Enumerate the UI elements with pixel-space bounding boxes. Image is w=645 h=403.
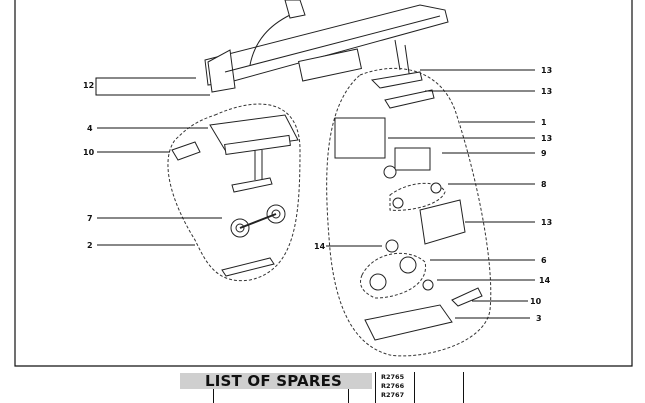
svg-text:8: 8	[541, 180, 547, 189]
callout-8: 8	[448, 180, 547, 189]
spare-code: R2766	[381, 382, 405, 390]
table-divider	[213, 389, 214, 403]
callout-14a: 14	[437, 276, 551, 285]
table-divider	[463, 372, 464, 403]
diagram-frame	[14, 0, 633, 367]
svg-text:14: 14	[539, 276, 551, 285]
callout-14b: 14	[314, 242, 382, 251]
chassis-part	[204, 0, 449, 93]
callout-13b: 13	[425, 87, 552, 96]
callout-13c: 13	[388, 134, 552, 143]
svg-text:13: 13	[541, 218, 552, 227]
svg-text:13: 13	[541, 87, 552, 96]
svg-text:6: 6	[541, 256, 547, 265]
spares-header-bar	[180, 373, 372, 389]
callout-10a: 10	[472, 297, 542, 306]
left-bogie-outline	[167, 103, 301, 282]
svg-text:1: 1	[541, 118, 547, 127]
callout-4: 4	[87, 124, 208, 133]
svg-text:9: 9	[541, 149, 547, 158]
svg-text:4: 4	[87, 124, 93, 133]
callout-13d: 13	[465, 218, 552, 227]
callout-13a: 13	[420, 66, 552, 75]
svg-text:10: 10	[530, 297, 542, 306]
table-divider	[348, 389, 349, 403]
svg-text:12: 12	[83, 81, 94, 90]
callout-9: 9	[442, 149, 547, 158]
callout-1: 1	[460, 118, 547, 127]
callout-3: 3	[455, 314, 542, 323]
spare-code: R2765	[381, 373, 405, 381]
callout-7: 7	[87, 214, 222, 223]
right-bogie-outline	[326, 68, 492, 357]
svg-text:13: 13	[541, 134, 552, 143]
callout-12: 12	[83, 77, 210, 96]
table-divider	[414, 372, 415, 403]
left-bogie-parts	[171, 114, 299, 277]
spare-code: R2767	[381, 391, 405, 399]
spares-title: LIST OF SPARES	[205, 372, 343, 390]
callout-6: 6	[430, 256, 547, 265]
svg-text:2: 2	[87, 241, 93, 250]
table-divider	[375, 372, 376, 403]
svg-text:3: 3	[536, 314, 542, 323]
callout-2: 2	[87, 241, 195, 250]
svg-text:10: 10	[83, 148, 95, 157]
svg-text:13: 13	[541, 66, 552, 75]
right-bogie-parts	[334, 71, 483, 341]
svg-text:7: 7	[87, 214, 93, 223]
svg-text:14: 14	[314, 242, 326, 251]
callout-10b: 10	[83, 148, 170, 157]
